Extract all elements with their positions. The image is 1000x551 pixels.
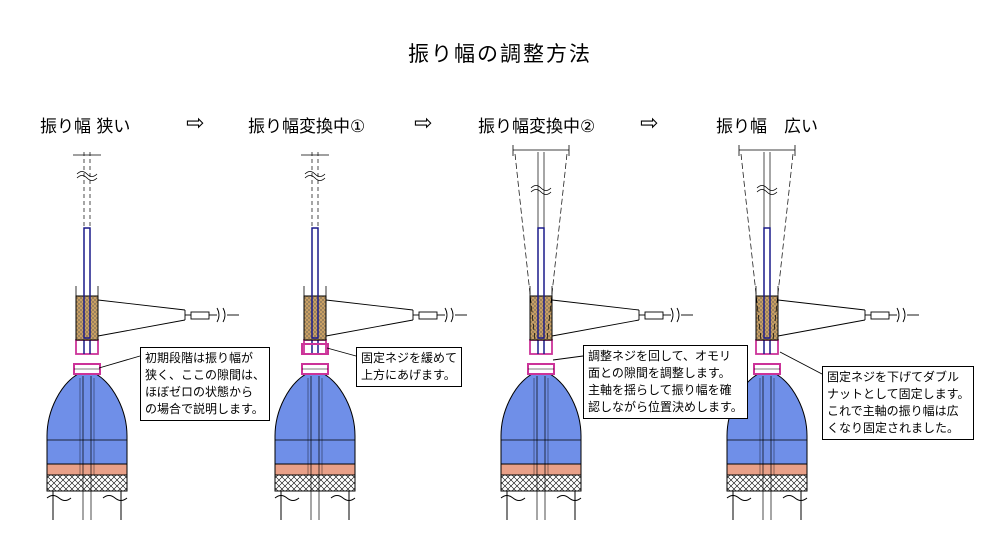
arrow-icon: ⇨ xyxy=(640,111,659,136)
note-narrow: 初期段階は振り幅が 狭く、ここの隙間は、 ほぼゼロの状態から の場合で説明します… xyxy=(140,347,271,421)
arrow-icon: ⇨ xyxy=(414,111,433,136)
stage-label-wide: 振り幅 広い xyxy=(716,117,818,137)
diagram-title: 振り幅の調整方法 xyxy=(408,42,592,66)
note-converting-2: 調整ネジを回して、オモリ 面との隙間を調整します。 主軸を揺らして振り幅を確 認… xyxy=(583,345,748,419)
mechanism-narrow xyxy=(46,151,240,521)
stage-label-narrow: 振り幅 狭い xyxy=(40,117,131,137)
note-converting-1: 固定ネジを緩めて 上方にあげます。 xyxy=(356,347,463,387)
mechanism-converting-1 xyxy=(274,151,468,521)
stage-label-converting-2: 振り幅変換中② xyxy=(478,117,596,137)
stage-label-converting-1: 振り幅変換中① xyxy=(248,117,366,137)
note-wide: 固定ネジを下げてダブル ナットとして固定します。 これで主軸の振り幅は広 くなり… xyxy=(822,366,975,440)
arrow-icon: ⇨ xyxy=(186,111,205,136)
mechanism-wide xyxy=(726,144,920,521)
mechanism-converting-2 xyxy=(500,144,694,521)
